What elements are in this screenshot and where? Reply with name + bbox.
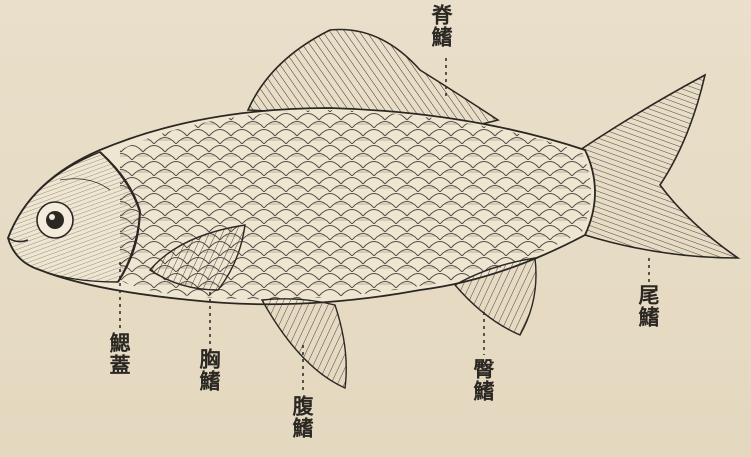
caudal-fin-label: 尾鰭 (637, 284, 660, 328)
pectoral-fin-label: 胸鰭 (198, 348, 221, 392)
pelvic-fin-label: 腹鰭 (291, 395, 314, 439)
gill-cover-label: 鰓蓋 (108, 332, 131, 376)
caudal-fin-shape (580, 75, 738, 258)
dorsal-fin-label: 脊鰭 (430, 4, 453, 48)
anal-fin-label: 臀鰭 (472, 358, 495, 402)
pelvic-fin-shape (262, 299, 346, 388)
